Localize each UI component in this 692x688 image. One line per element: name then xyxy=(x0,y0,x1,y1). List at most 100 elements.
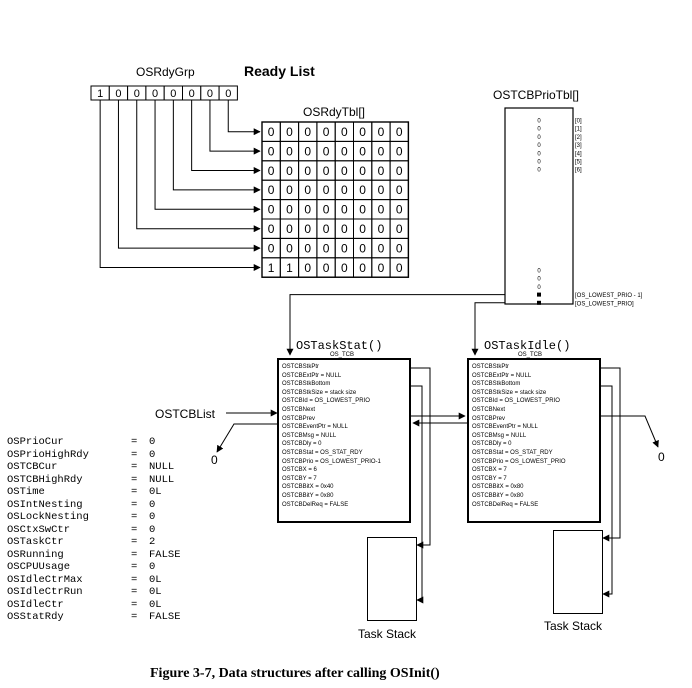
priotbl-top-index: [1] xyxy=(575,127,582,133)
osrdytbl-value: 0 xyxy=(359,144,366,158)
tcb-field: OSTCBStat = OS_STAT_RDY xyxy=(282,449,363,456)
osrdytbl-value: 0 xyxy=(396,144,403,158)
priotbl-top-index: [4] xyxy=(575,151,582,157)
osrdytbl-value: 0 xyxy=(396,164,403,178)
osrdygrp-bit: 0 xyxy=(134,88,140,100)
osrdytbl-value: 0 xyxy=(359,241,366,255)
osrdygrp-bit: 1 xyxy=(97,88,103,100)
rdygrp-to-rdytbl-arrow xyxy=(154,100,261,213)
global-var-name: OSIdleCtr xyxy=(7,598,64,611)
tcb-field: OSTCBX = 6 xyxy=(282,467,317,474)
osrdytbl-value: 0 xyxy=(378,222,385,236)
osrdytbl-value: 0 xyxy=(378,241,385,255)
osrdytbl-value: 0 xyxy=(304,241,311,255)
osrdygrp-cell xyxy=(218,85,238,101)
global-var-row: OSLockNesting=0 xyxy=(7,511,181,524)
osrdytbl-value: 0 xyxy=(286,144,293,158)
task-stack-left xyxy=(367,537,417,621)
global-var-value: 0L xyxy=(149,598,162,611)
tcb-field: OSTCBExtPtr = NULL xyxy=(472,372,532,379)
priotbl-top-index: [2] xyxy=(575,135,582,141)
osrdytbl-value: 0 xyxy=(304,125,311,139)
tcb-field: OSTCBStkPtr xyxy=(282,364,320,370)
null-left: 0 xyxy=(211,453,218,467)
osrdytbl-value: 0 xyxy=(286,241,293,255)
task-stack-left-label: Task Stack xyxy=(358,627,417,641)
osrdytbl-value: 0 xyxy=(304,222,311,236)
osrdytbl-value: 0 xyxy=(359,222,366,236)
osrdygrp-bit: 0 xyxy=(207,88,213,100)
osrdytbl-value: 0 xyxy=(396,261,403,275)
global-var-equals: = xyxy=(131,473,138,486)
global-var-row: OSRunning=FALSE xyxy=(7,549,181,562)
tcb-idle-subtitle: OS_TCB xyxy=(518,352,543,358)
osrdytbl-value: 0 xyxy=(304,144,311,158)
osrdytbl-value: 0 xyxy=(268,222,275,236)
tcb-stat-title: OSTaskStat() xyxy=(296,339,383,353)
priotbl-top-index: [3] xyxy=(575,143,582,149)
priotbl-bottom-value: 0 xyxy=(537,285,541,291)
global-var-row: OSIntNesting=0 xyxy=(7,499,181,512)
ostcbpriotbl-frame xyxy=(504,107,574,305)
osrdytbl-value: 0 xyxy=(396,183,403,197)
osrdytbl-value: 0 xyxy=(359,164,366,178)
global-var-row: OSIdleCtrRun=0L xyxy=(7,586,181,599)
osrdygrp-bit: 0 xyxy=(189,88,195,100)
global-var-equals: = xyxy=(131,611,138,623)
osrdytbl-value: 0 xyxy=(268,125,275,139)
osrdytbl-value: 0 xyxy=(323,203,330,217)
osrdytbl-value: 0 xyxy=(396,125,403,139)
osrdytbl-value: 0 xyxy=(359,183,366,197)
osrdytbl-value: 0 xyxy=(378,261,385,275)
tcb-field: OSTCBNext xyxy=(282,406,316,413)
tcb-idle-title: OSTaskIdle() xyxy=(484,339,571,353)
priotbl-top-value: 0 xyxy=(537,127,541,133)
tcb-field: OSTCBMsg = NULL xyxy=(472,432,527,439)
tcb-field: OSTCBStkSize = stack size xyxy=(472,389,547,396)
global-var-value: NULL xyxy=(149,461,175,473)
priotbl-top-value: 0 xyxy=(537,160,541,166)
global-var-value: 0L xyxy=(149,586,162,598)
global-var-row: OSTCBHighRdy=NULL xyxy=(7,474,181,487)
global-var-equals: = xyxy=(131,573,138,586)
task-stack-right-label: Task Stack xyxy=(544,619,603,633)
priotbl-top-value: 0 xyxy=(537,135,541,141)
global-var-row: OSTCBCur=NULL xyxy=(7,461,181,474)
osrdygrp-bit: 0 xyxy=(170,88,176,100)
rdygrp-to-rdytbl-arrow xyxy=(172,100,261,194)
global-var-value: 0 xyxy=(149,448,156,461)
osrdytbl-value: 0 xyxy=(359,261,366,275)
rdygrp-to-rdytbl-arrow xyxy=(99,100,261,271)
figure-caption: Figure 3-7, Data structures after callin… xyxy=(150,666,440,681)
osrdytbl-value: 0 xyxy=(323,261,330,275)
global-var-value: FALSE xyxy=(149,548,181,561)
osrdytbl-value: 0 xyxy=(341,203,348,217)
osrdytbl-value: 0 xyxy=(268,241,275,255)
rdygrp-to-rdytbl-arrow xyxy=(117,100,261,252)
osrdytbl-value: 1 xyxy=(286,261,293,275)
osrdytbl-value: 0 xyxy=(396,203,403,217)
osrdytbl-value: 0 xyxy=(286,125,293,139)
null-right: 0 xyxy=(658,450,665,464)
global-var-value: FALSE xyxy=(149,611,181,623)
osrdytbl-value: 0 xyxy=(286,164,293,178)
tcb-field: OSTCBExtPtr = NULL xyxy=(282,372,342,379)
global-var-equals: = xyxy=(131,511,138,523)
ready-list-title: Ready List xyxy=(244,63,315,79)
global-var-row: OSCPUUsage=0 xyxy=(7,561,181,574)
global-var-name: OSLockNesting xyxy=(7,511,89,523)
tcb-field: OSTCBBitY = 0x80 xyxy=(282,492,334,499)
tcb-field: OSTCBStkBottom xyxy=(282,381,331,388)
tcb-field: OSTCBEventPtr = NULL xyxy=(282,424,348,431)
global-var-equals: = xyxy=(131,536,138,548)
osrdytbl-value: 0 xyxy=(341,261,348,275)
global-var-value: NULL xyxy=(149,473,175,486)
global-var-equals: = xyxy=(131,436,138,448)
osrdytbl-value: 0 xyxy=(304,203,311,217)
priotbl-low-index-1: [OS_LOWEST_PRIO - 1] xyxy=(575,293,643,299)
tcb-field: OSTCBStat = OS_STAT_RDY xyxy=(472,449,553,456)
osrdytbl-value: 0 xyxy=(378,125,385,139)
